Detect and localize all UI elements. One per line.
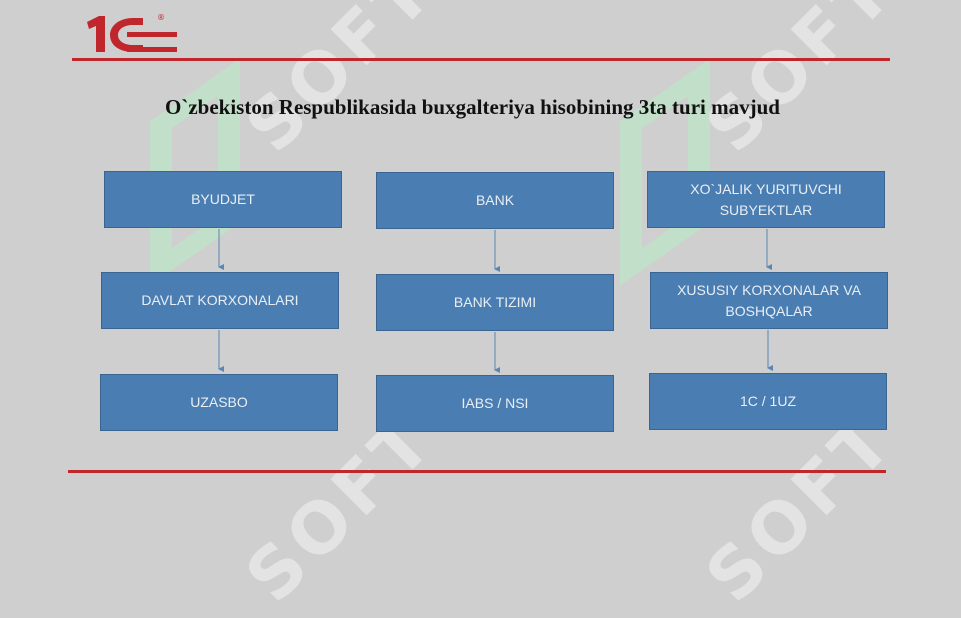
page-title: O`zbekiston Respublikasida buxgalteriya … bbox=[165, 95, 780, 119]
registered-mark: ® bbox=[157, 13, 165, 22]
box-byudjet: BYUDJET bbox=[104, 171, 342, 228]
box-uzasbo: UZASBO bbox=[100, 374, 338, 431]
connector-arrows bbox=[218, 229, 773, 373]
box-davlat-korxonalari: DAVLAT KORXONALARI bbox=[101, 272, 339, 329]
box-bank-tizimi: BANK TIZIMI bbox=[376, 274, 614, 331]
top-divider bbox=[72, 58, 890, 61]
box-1c-1uz: 1C / 1UZ bbox=[649, 373, 887, 430]
box-iabs-nsi: IABS / NSI bbox=[376, 375, 614, 432]
box-xojalik-subyektlar: XO`JALIK YURITUVCHI SUBYEKTLAR bbox=[647, 171, 885, 228]
bottom-divider bbox=[68, 470, 886, 473]
box-bank: BANK bbox=[376, 172, 614, 229]
box-xususiy-korxonalar: XUSUSIY KORXONALAR VA BOSHQALAR bbox=[650, 272, 888, 329]
1c-logo: ® bbox=[87, 13, 177, 52]
